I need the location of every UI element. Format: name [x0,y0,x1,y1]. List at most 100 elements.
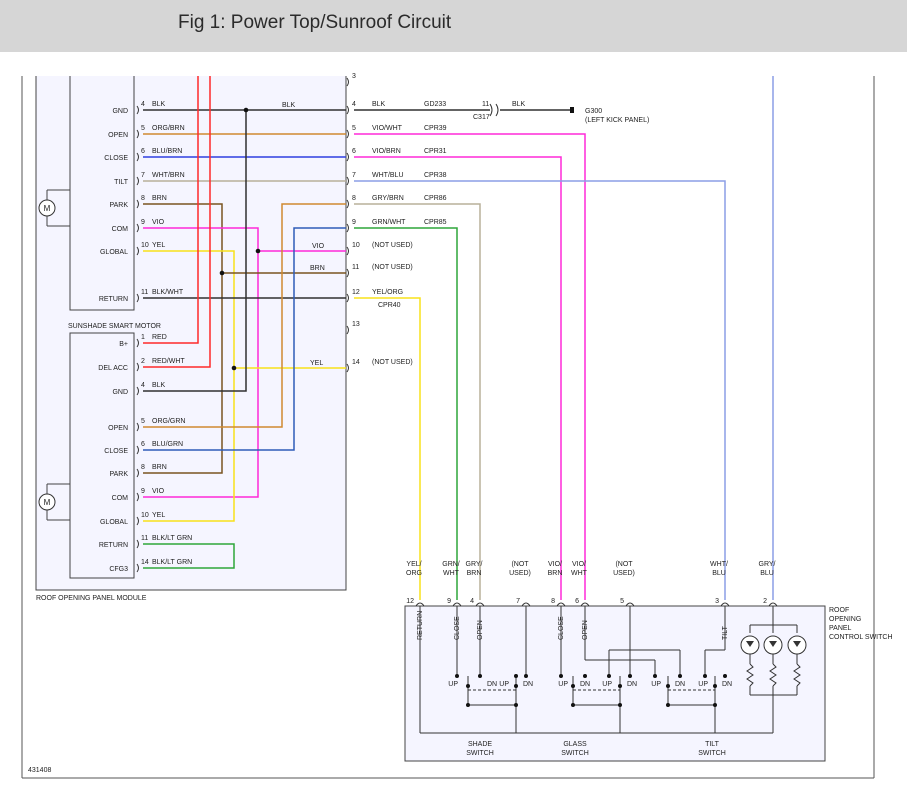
module-pin-connector [136,468,139,478]
switch-pin-mark [580,602,590,607]
switch-dn-label: DN [627,681,637,688]
switch-contact [524,674,528,678]
module-pin-connector [136,362,139,372]
connector-pin-number: 3 [352,73,356,80]
wire-junction [231,365,237,371]
connector-wire-color: VIO/BRN [372,148,401,155]
connector-pin-mark [346,152,349,162]
figure-header: Fig 1: Power Top/Sunroof Circuit [0,0,907,52]
module-pin-connector [136,422,139,432]
motor-pin-name: GLOBAL [100,249,128,256]
module-pin-wire: BLU/GRN [152,441,183,448]
switch-wire-color-top: GRN/ [442,561,460,568]
shade-switch-label: SHADE [468,741,492,748]
switch-contact [618,684,622,688]
connector-pin-mark [346,105,349,115]
module-pin-wire: RED [152,334,167,341]
switch-contact [713,703,717,707]
switch-pin-number: 6 [575,598,579,605]
connector-wire-color: YEL/ORG [372,289,403,296]
wire-junction [243,107,249,113]
module-pin-name: GLOBAL [100,519,128,526]
switch-up-label: UP [448,681,458,688]
motor-pin-wire: WHT/BRN [152,172,185,179]
wire-cfg3 [143,543,235,569]
circuit-cpr40: CPR40 [378,302,401,309]
switch-dn-label: DN [675,681,685,688]
connector-pin-number: 12 [352,289,360,296]
wire-bplus [143,76,199,344]
motor-pin-number: 10 [141,242,149,249]
switch-up-label: UP [499,681,509,688]
module-pin-wire: ORG/GRN [152,418,185,425]
shade-switch-label: SWITCH [466,750,494,757]
motor-pin-connector [136,176,139,186]
switch-contact [514,703,518,707]
control-switch-label: OPENING [829,616,861,623]
switch-pin-mark [768,602,778,607]
module-pin-name: CFG3 [109,566,128,573]
connector-pin-number: 9 [352,219,356,226]
motor-pin-number: 8 [141,195,145,202]
switch-up-label: UP [558,681,568,688]
connector-circuit: CPR85 [424,219,447,226]
module-pin-number: 2 [141,358,145,365]
module-pin-name: RETURN [99,542,128,549]
switch-up-label: UP [602,681,612,688]
led-diode-symbol [793,641,801,647]
switch-wire-color-bottom: USED) [613,570,635,577]
switch-contact [713,684,717,688]
c317-label: C317 [473,114,490,121]
switch-dn-label: DN [487,681,497,688]
connector-pin-number: 8 [352,195,356,202]
connector-pin-mark [346,293,349,303]
switch-wire-color-bottom: BRN [467,570,482,577]
led-diode-symbol [769,641,777,647]
mid-label-blk: BLK [282,102,296,109]
motor-pin-wire: BLU/BRN [152,148,182,155]
module-pin-connector [136,563,139,573]
switch-contact [666,703,670,707]
connector-pin-number: 4 [352,101,356,108]
motor-pin-name: CLOSE [104,155,128,162]
diagram-frame [21,76,875,779]
motor-symbol [38,199,56,217]
g300-label: G300 [585,108,602,115]
led-resistor [746,663,754,687]
module-pin-name: COM [112,495,129,502]
switch-contact [455,674,459,678]
motor-pin-wire: VIO [152,219,165,226]
connector-pin-mark [346,325,349,335]
module-pin-number: 1 [141,334,145,341]
connector-wire-color: BLK [372,101,386,108]
module-pin-connector [136,386,139,396]
motor-pin-name: GND [112,108,128,115]
wire-gnd-module [143,110,247,392]
module-pin-wire: BLK/LT GRN [152,559,192,566]
connector-circuit: CPR31 [424,148,447,155]
motor-pin-connector [136,293,139,303]
switch-contact [466,703,470,707]
g300-location: (LEFT KICK PANEL) [585,117,649,124]
module-pin-connector [136,539,139,549]
c317-connector [489,103,499,117]
switch-pin-mark [475,602,485,607]
switch-wire-color-top: YEL/ [406,561,421,568]
switch-wire-color-top: GRY/ [466,561,483,568]
motor-pin-wire: ORG/BRN [152,125,185,132]
c317-pin-number: 11 [482,101,489,108]
wire-cpr85 [354,227,458,600]
mid-label-brn: BRN [310,265,325,272]
motor-pin-wire: BRN [152,195,167,202]
motor-pin-number: 7 [141,172,145,179]
module-pin-name: DEL ACC [98,365,128,372]
switch-pin-mark [415,602,425,607]
switch-wire-color-top: GRY/ [759,561,776,568]
switch-contact [571,703,575,707]
motor-pin-connector [136,199,139,209]
motor-pin-number: 9 [141,219,145,226]
module-label: ROOF OPENING PANEL MODULE [36,595,147,602]
glass-switch-label: SWITCH [561,750,589,757]
